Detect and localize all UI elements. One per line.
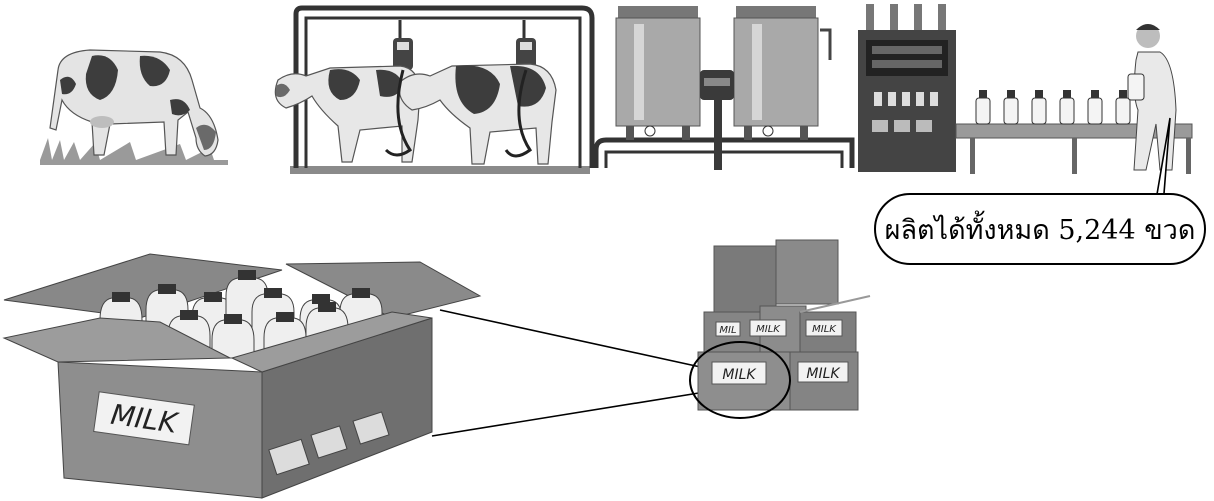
bottling-machine — [858, 4, 956, 172]
grazing-cow — [40, 49, 228, 165]
milk-box-open: MILK — [2, 253, 482, 499]
callout-bubble: ผลิตได้ทั้งหมด 5,244 ขวด — [874, 193, 1206, 265]
stack-label-5: MILK — [806, 366, 841, 382]
conveyor-belt — [955, 90, 1193, 174]
handling-icons — [268, 411, 390, 476]
stack-label-4: MILK — [722, 367, 757, 383]
highlight-circle — [689, 341, 791, 419]
callout-text: ผลิตได้ทั้งหมด 5,244 ขวด — [884, 214, 1196, 246]
stack-label-1: MIL — [719, 325, 736, 336]
stack-label-3: MILK — [812, 324, 837, 335]
milking-station — [274, 5, 595, 174]
zoom-line-bottom — [431, 391, 706, 437]
stack-label-2: MILK — [756, 324, 781, 335]
zoom-line-top — [439, 309, 706, 369]
milk-tanks — [593, 6, 855, 170]
box-stack: MIL MILK MILK MILK MILK — [689, 239, 871, 419]
worker — [1127, 24, 1177, 171]
callout-pointer — [1154, 117, 1171, 207]
